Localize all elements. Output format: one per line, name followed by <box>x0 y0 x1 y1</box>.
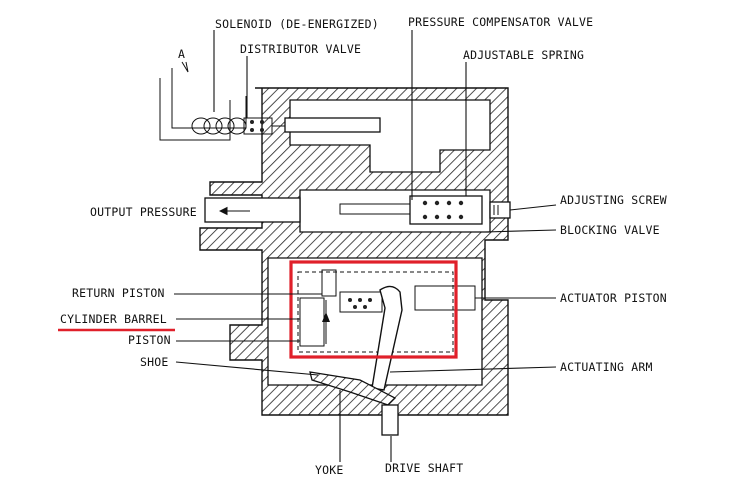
distributor-valve-label: DISTRIBUTOR VALVE <box>240 42 361 56</box>
piston-label: PISTON <box>128 333 171 347</box>
drive-shaft-shape <box>381 404 399 436</box>
solenoid-assembly: A <box>159 47 381 141</box>
actuator-piston-label: ACTUATOR PISTON <box>560 291 667 305</box>
adjustable-spring-label: ADJUSTABLE SPRING <box>463 48 584 62</box>
pump-housing <box>199 87 509 416</box>
solenoid-label: SOLENOID (DE-ENERGIZED) <box>215 17 379 31</box>
actuating-arm-label: ACTUATING ARM <box>560 360 653 374</box>
cylinder-barrel-label: CYLINDER BARREL <box>60 312 167 326</box>
labels: SOLENOID (DE-ENERGIZED) DISTRIBUTOR VALV… <box>58 15 667 477</box>
blocking-valve-label: BLOCKING VALVE <box>560 223 660 237</box>
adjustable-spring-housing <box>409 195 483 225</box>
pressure-compensator-valve-label: PRESSURE COMPENSATOR VALVE <box>408 15 593 29</box>
adjusting-screw-label: ADJUSTING SCREW <box>560 193 667 207</box>
return-piston-label: RETURN PISTON <box>72 286 165 300</box>
return-piston-body <box>321 269 337 297</box>
pressure-compensator-valve <box>339 195 511 225</box>
pump-internals <box>297 269 476 436</box>
shoe-label: SHOE <box>140 355 169 369</box>
cylinder-barrel-highlight-box <box>289 260 458 359</box>
adjusting-screw <box>489 201 511 219</box>
port-a-label: A <box>178 47 185 61</box>
adjustable-spring <box>422 200 464 220</box>
output-pressure-label: OUTPUT PRESSURE <box>90 205 197 219</box>
solenoid-coil <box>191 117 247 135</box>
yoke-label: YOKE <box>315 463 344 477</box>
drive-shaft-label: DRIVE SHAFT <box>385 461 463 475</box>
